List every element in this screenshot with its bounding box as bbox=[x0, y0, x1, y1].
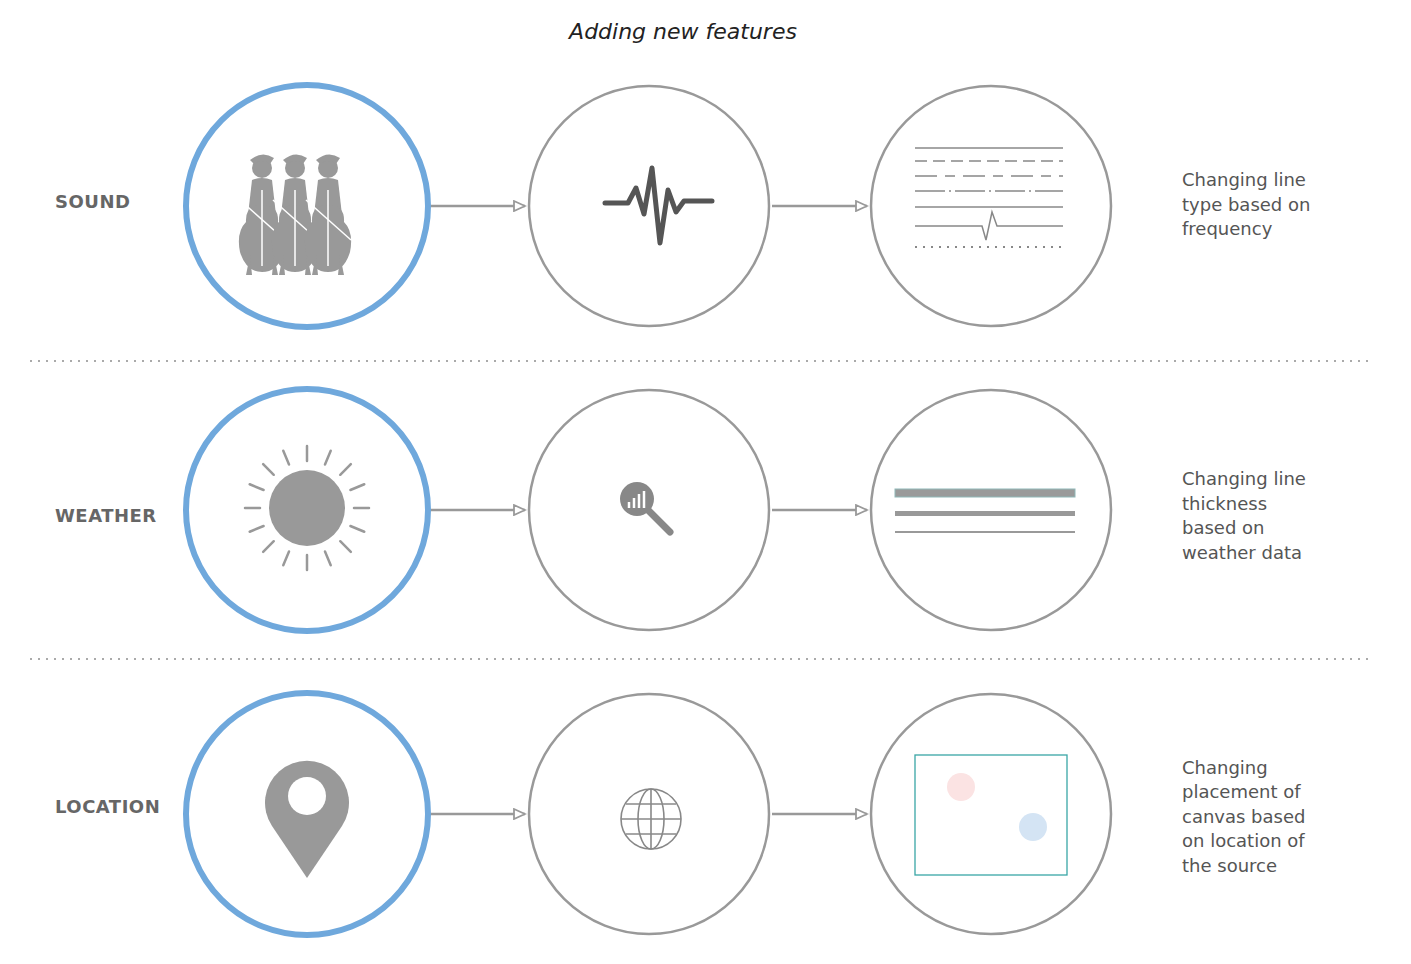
sun-ray bbox=[250, 484, 264, 490]
canvas-icon bbox=[915, 755, 1067, 875]
sun-ray bbox=[283, 551, 289, 565]
source-circle bbox=[186, 389, 428, 631]
sun-ray bbox=[250, 526, 264, 532]
arrow bbox=[772, 813, 867, 816]
waveform-icon bbox=[605, 168, 712, 243]
sun-ray bbox=[306, 446, 309, 461]
arrow bbox=[431, 813, 525, 816]
sun-ray bbox=[325, 451, 331, 465]
sun-ray bbox=[245, 507, 260, 510]
row-label: LOCATION bbox=[55, 796, 160, 817]
diagram-title: Adding new features bbox=[569, 19, 797, 44]
description: Changing line thickness based on weather… bbox=[1182, 467, 1317, 565]
analysis-icon bbox=[620, 482, 670, 532]
arrow bbox=[431, 205, 525, 208]
sun-ray bbox=[263, 541, 274, 552]
line-thickness-icon bbox=[895, 489, 1075, 533]
sun-ray bbox=[283, 451, 289, 465]
separator bbox=[30, 658, 1373, 660]
row-label: WEATHER bbox=[55, 505, 157, 526]
sun-ray bbox=[306, 555, 309, 570]
arrow bbox=[772, 205, 867, 208]
row-label: SOUND bbox=[55, 191, 130, 212]
process-circle bbox=[529, 390, 769, 630]
output-circle bbox=[871, 86, 1111, 326]
sun-ray bbox=[350, 526, 364, 532]
arrow bbox=[431, 509, 525, 512]
source-circle bbox=[186, 85, 428, 327]
output-circle bbox=[871, 390, 1111, 630]
location-pin-icon bbox=[265, 761, 349, 878]
process-circle bbox=[529, 86, 769, 326]
process-circle bbox=[529, 694, 769, 934]
line-types-icon bbox=[915, 148, 1063, 247]
description: Changing placement of canvas based on lo… bbox=[1182, 756, 1317, 879]
source-circle bbox=[186, 693, 428, 935]
globe-icon bbox=[621, 789, 681, 849]
sun-ray bbox=[350, 484, 364, 490]
sun-ray bbox=[263, 464, 274, 475]
sun-ray bbox=[354, 507, 369, 510]
sun-ray bbox=[340, 541, 351, 552]
description: Changing line type based on frequency bbox=[1182, 168, 1322, 242]
sun-icon bbox=[245, 446, 369, 570]
arrow bbox=[772, 509, 867, 512]
separator bbox=[30, 360, 1373, 362]
output-circle bbox=[871, 694, 1111, 934]
cellists-icon bbox=[239, 154, 351, 275]
sun-ray bbox=[340, 464, 351, 475]
sun-ray bbox=[325, 551, 331, 565]
